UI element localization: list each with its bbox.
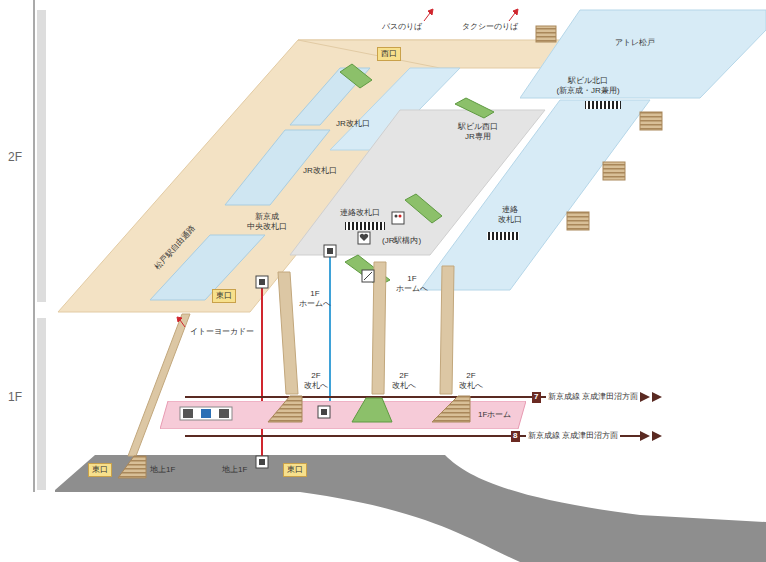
node-text: 東口 <box>92 465 108 474</box>
level-label: 地上1F <box>222 465 247 475</box>
facility-icon <box>256 212 404 468</box>
direction-label: 1F ホームへ <box>394 274 430 293</box>
node-text: 西口 <box>381 49 397 58</box>
destination-label: バスのりば <box>382 22 422 32</box>
ground-stairs <box>118 456 146 478</box>
node-text: 7 <box>534 392 538 401</box>
node-text: 8 <box>513 431 517 440</box>
destination-label: イトーヨーカドー <box>190 327 254 337</box>
track-number: 8 <box>511 431 520 442</box>
level-label: 地上1F <box>150 465 175 475</box>
direction-arrow <box>177 9 518 327</box>
direction-label: 2F 改札へ <box>456 371 486 390</box>
platform-band: 1Fホーム <box>160 401 526 429</box>
destination-label: タクシーのりば <box>462 22 518 32</box>
floor-scale <box>34 0 46 492</box>
gate-label: 連絡改札口 <box>340 208 380 218</box>
exit-sign: 東口 <box>212 289 236 303</box>
node-text: 東口 <box>216 291 232 300</box>
track-number: 7 <box>532 392 541 403</box>
zebra-crossing <box>345 101 621 240</box>
gate-label: 駅ビル西口 JR専用 <box>452 122 504 141</box>
gate-label: 駅ビル北口 (新京成・JR兼用) <box>552 76 624 95</box>
gate-label: JR改札口 <box>303 166 337 176</box>
escalator <box>340 64 494 286</box>
region-shape <box>160 401 526 429</box>
node-text: 1Fホーム <box>478 410 511 420</box>
area-note: (JR駅構内) <box>382 236 421 246</box>
floor-label: 1F <box>8 390 22 404</box>
exit-sign: 東口 <box>283 463 307 477</box>
node-text: 東口 <box>287 465 303 474</box>
gate-label: JR改札口 <box>336 119 370 129</box>
direction-label: 2F 改札へ <box>301 371 331 390</box>
region-outline <box>520 10 766 98</box>
direction-label: 1F ホームへ <box>297 289 333 308</box>
region-outline <box>160 401 526 429</box>
direction-label: 2F 改札へ <box>389 371 419 390</box>
gate-label: 新京成 中央改札口 <box>242 212 292 231</box>
gate-label: 連絡 改札口 <box>495 205 525 224</box>
node-text: アトレ松戸 <box>615 38 655 48</box>
track-label: 新京成線 京成津田沼方面 <box>526 431 620 441</box>
floor-label: 2F <box>8 150 22 164</box>
exit-sign: 東口 <box>88 463 112 477</box>
track-label: 新京成線 京成津田沼方面 <box>546 392 640 402</box>
ground-area <box>55 455 766 562</box>
exit-sign: 西口 <box>377 47 401 61</box>
